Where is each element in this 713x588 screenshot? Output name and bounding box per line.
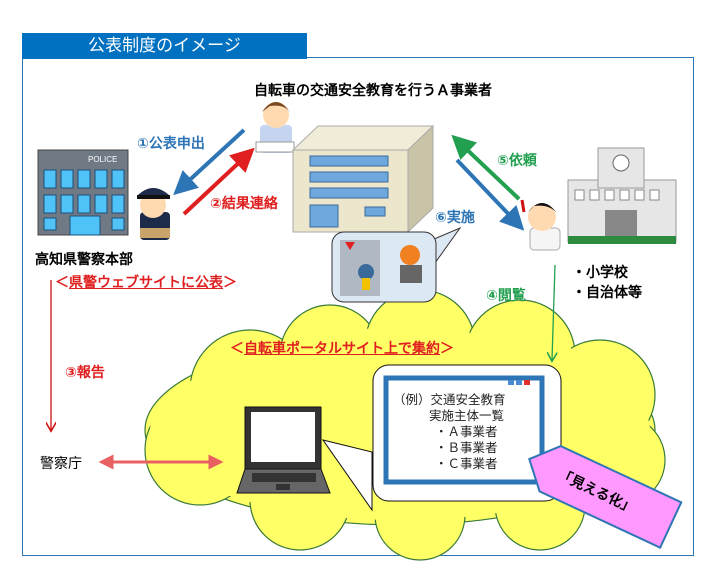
npa-label: 警察庁	[40, 456, 82, 472]
list-item: ・Ｃ事業者	[435, 456, 498, 471]
police-building-icon: POLICE	[37, 149, 129, 236]
police-hq-label: 高知県警察本部	[35, 252, 133, 268]
arrow-result	[182, 147, 255, 216]
arrow-request	[451, 134, 521, 201]
arrow-browse	[552, 264, 555, 360]
school-icon	[567, 147, 677, 244]
office-building-icon	[291, 124, 435, 234]
client-municipality: ・自治体等	[572, 285, 642, 301]
step-1-label: ①公表申出	[137, 136, 205, 152]
arrow-apply	[173, 128, 246, 196]
portal-label: ＜自転車ポータルサイト上で集約＞	[230, 341, 454, 357]
portal-list: （例）交通安全教育実施主体一覧・Ａ事業者・Ｂ事業者・Ｃ事業者	[393, 392, 506, 472]
police-sign: POLICE	[88, 155, 117, 164]
police-officer-icon	[137, 188, 170, 240]
portal-window-bubble	[321, 364, 562, 512]
step-3-label: ③報告	[65, 365, 105, 381]
business-person-icon	[255, 102, 295, 153]
publish-web-label: ＜県警ウェブサイトに公表＞	[55, 275, 237, 291]
diagram-title: 公表制度のイメージ	[22, 33, 307, 59]
laptop-icon	[236, 406, 331, 494]
step-2-label: ②結果連絡	[210, 196, 278, 212]
client-school: ・小学校	[572, 265, 628, 281]
visualize-arrow	[528, 445, 683, 549]
step-4-label: ④閲覧	[486, 288, 526, 304]
staff-person-icon	[520, 199, 561, 251]
bicycle-lesson-bubble-icon	[331, 226, 462, 303]
list-item: ・Ｂ事業者	[435, 440, 498, 455]
step-6-label: ⑥実施	[435, 210, 475, 226]
list-item: ・Ａ事業者	[435, 424, 498, 439]
step-5-label: ⑤依頼	[497, 153, 537, 169]
arrow-implement	[455, 158, 525, 231]
list-subheading: 実施主体一覧	[429, 408, 505, 423]
diagram-frame	[22, 57, 694, 556]
business-label: 自転車の交通安全教育を行うＡ事業者	[254, 83, 492, 99]
list-heading: （例）交通安全教育	[393, 392, 506, 407]
